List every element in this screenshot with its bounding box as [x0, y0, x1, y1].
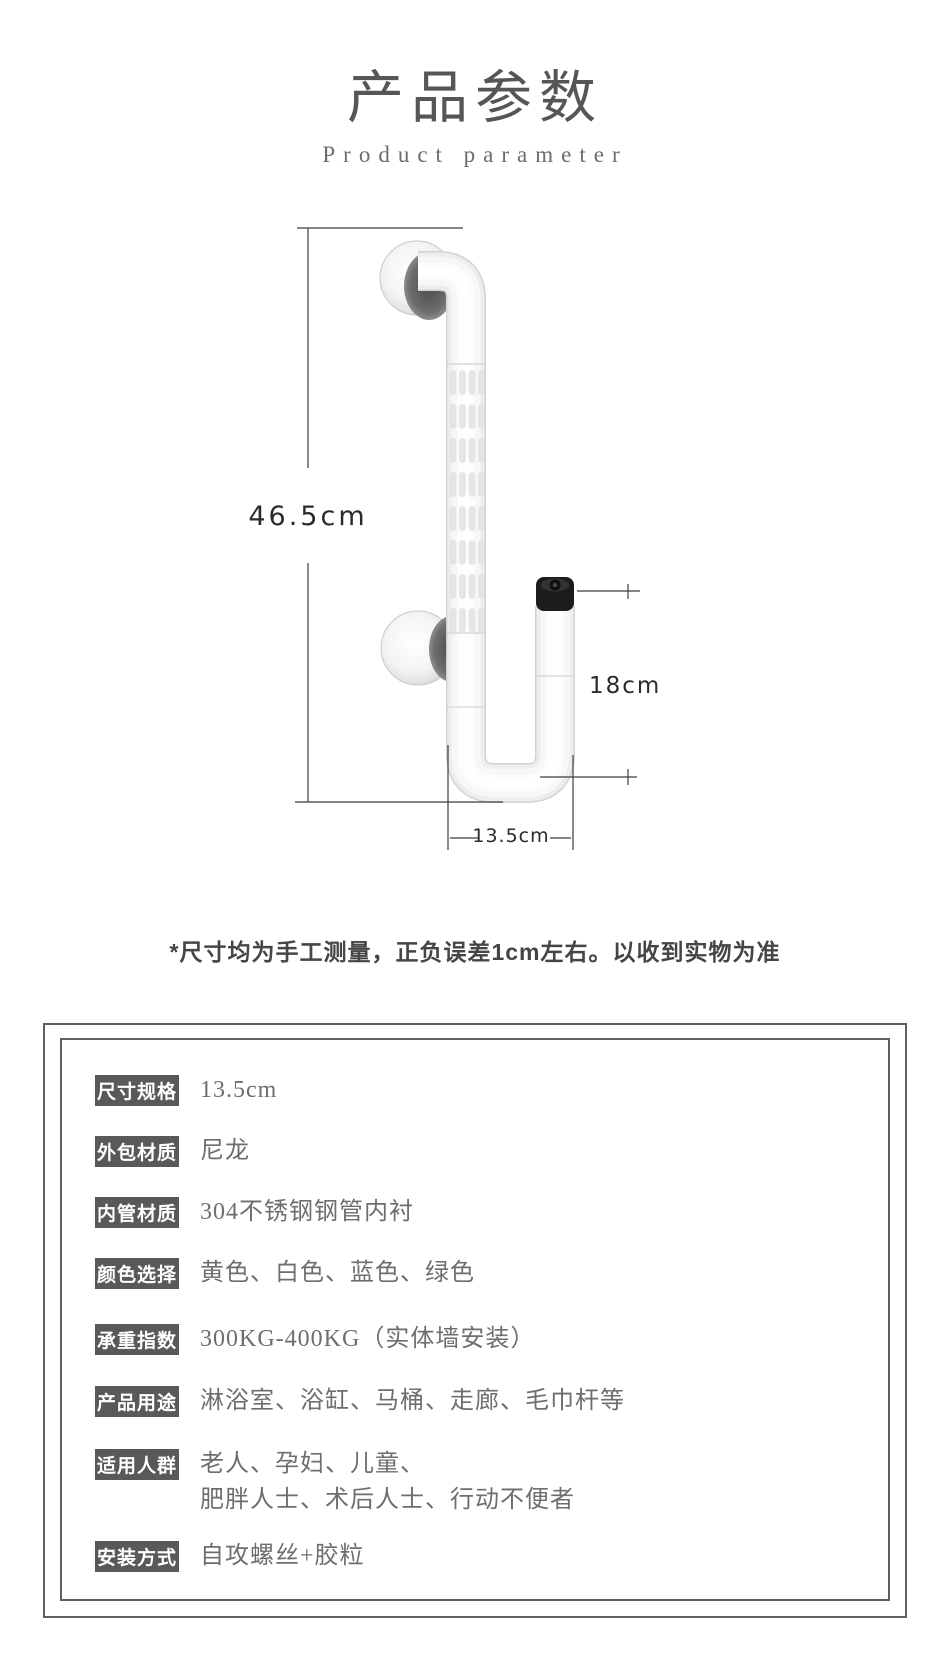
page-header: 产品参数 Product parameter [0, 52, 950, 168]
spec-row-target-users: 适用人群 老人、孕妇、儿童、 肥胖人士、术后人士、行动不便者 [95, 1449, 575, 1518]
dimension-label-height: 46.5cm [248, 501, 368, 532]
spec-value: 自攻螺丝+胶粒 [200, 1543, 365, 1569]
spec-value-line1: 老人、孕妇、儿童、 [200, 1451, 425, 1477]
spec-row-usage: 产品用途 淋浴室、浴缸、马桶、走廊、毛巾杆等 [95, 1386, 625, 1417]
spec-label: 内管材质 [95, 1197, 179, 1228]
spec-value: 304不锈钢钢管内衬 [200, 1199, 414, 1225]
spec-table: 尺寸规格 13.5cm 外包材质 尼龙 内管材质 304不锈钢钢管内衬 颜色选择… [60, 1038, 890, 1601]
spec-value-line2: 肥胖人士、术后人士、行动不便者 [200, 1487, 575, 1513]
spec-row-size: 尺寸规格 13.5cm [95, 1075, 277, 1106]
grip-texture [447, 363, 574, 708]
dimension-lines [295, 227, 640, 850]
spec-value: 老人、孕妇、儿童、 肥胖人士、术后人士、行动不便者 [200, 1446, 575, 1518]
spec-label: 尺寸规格 [95, 1075, 179, 1106]
spec-row-outer-material: 外包材质 尼龙 [95, 1136, 250, 1167]
spec-label: 承重指数 [95, 1324, 179, 1355]
end-cap [536, 577, 574, 611]
spec-value: 13.5cm [200, 1077, 278, 1103]
spec-label: 适用人群 [95, 1449, 179, 1480]
grab-bar-tube [418, 251, 575, 803]
grab-bar-illustration [295, 227, 640, 850]
spec-label: 外包材质 [95, 1136, 179, 1167]
spec-label: 颜色选择 [95, 1258, 179, 1289]
spec-row-load-capacity: 承重指数 300KG-400KG（实体墙安装） [95, 1324, 535, 1355]
spec-value: 淋浴室、浴缸、马桶、走廊、毛巾杆等 [200, 1388, 625, 1414]
spec-table-outer-frame: 尺寸规格 13.5cm 外包材质 尼龙 内管材质 304不锈钢钢管内衬 颜色选择… [43, 1023, 907, 1618]
page-subtitle: Product parameter [322, 142, 628, 167]
spec-value: 黄色、白色、蓝色、绿色 [200, 1260, 475, 1286]
page-title: 产品参数 [347, 67, 603, 130]
measurement-note: *尺寸均为手工测量，正负误差1cm左右。以收到实物为准 [169, 939, 781, 965]
spec-row-installation: 安装方式 自攻螺丝+胶粒 [95, 1541, 365, 1572]
spec-row-inner-material: 内管材质 304不锈钢钢管内衬 [95, 1197, 414, 1228]
spec-label: 产品用途 [95, 1386, 179, 1417]
dimension-label-side: 18cm [589, 673, 662, 699]
spec-value: 尼龙 [200, 1138, 250, 1164]
spec-value: 300KG-400KG（实体墙安装） [200, 1326, 536, 1352]
dimension-label-width: 13.5cm [472, 825, 550, 847]
spec-row-colors: 颜色选择 黄色、白色、蓝色、绿色 [95, 1258, 475, 1289]
spec-label: 安装方式 [95, 1541, 179, 1572]
